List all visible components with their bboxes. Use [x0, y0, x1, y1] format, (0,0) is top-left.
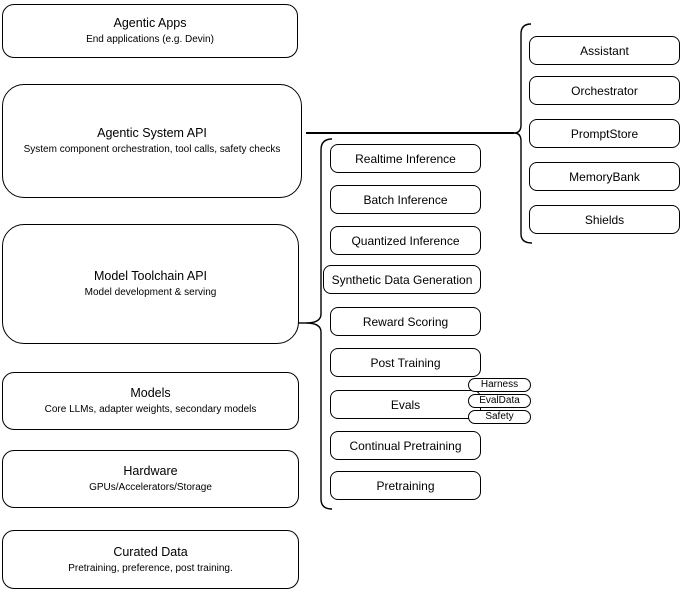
node-agentic-apps: Agentic Apps End applications (e.g. Devi…: [2, 4, 298, 58]
node-subtitle: Pretraining, preference, post training.: [68, 562, 233, 574]
node-promptstore: PromptStore: [529, 119, 680, 148]
node-batch-inference: Batch Inference: [330, 185, 481, 214]
node-title: Curated Data: [113, 544, 188, 559]
tag-evaldata: EvalData: [468, 394, 531, 408]
node-continual-pretraining: Continual Pretraining: [330, 431, 481, 460]
node-assistant: Assistant: [529, 36, 680, 65]
node-pretraining: Pretraining: [330, 471, 481, 500]
node-agentic-system-api: Agentic System API System component orch…: [2, 84, 302, 198]
node-subtitle: System component orchestration, tool cal…: [23, 144, 281, 155]
node-realtime-inference: Realtime Inference: [330, 144, 481, 173]
tag-harness: Harness: [468, 378, 531, 392]
node-shields: Shields: [529, 205, 680, 234]
node-quantized-inference: Quantized Inference: [330, 226, 481, 255]
node-model-toolchain-api: Model Toolchain API Model development & …: [2, 224, 299, 344]
brace-toolchain: [305, 138, 333, 510]
node-title: Hardware: [123, 464, 178, 478]
node-memorybank: MemoryBank: [529, 162, 680, 191]
node-title: Models: [130, 386, 171, 400]
node-post-training: Post Training: [330, 348, 481, 377]
node-orchestrator: Orchestrator: [529, 76, 680, 105]
node-subtitle: Core LLMs, adapter weights, secondary mo…: [44, 404, 257, 415]
node-subtitle: GPUs/Accelerators/Storage: [89, 482, 212, 493]
node-models: Models Core LLMs, adapter weights, secon…: [2, 372, 299, 430]
node-curated-data: Curated Data Pretraining, preference, po…: [2, 530, 299, 589]
node-title: Model Toolchain API: [93, 269, 208, 283]
node-subtitle: Model development & serving: [84, 287, 217, 298]
node-evals: Evals: [330, 390, 481, 419]
node-subtitle: End applications (e.g. Devin): [86, 34, 214, 45]
node-title: Agentic Apps: [113, 16, 187, 30]
node-reward-scoring: Reward Scoring: [330, 307, 481, 336]
node-synthetic-data-generation: Synthetic Data Generation: [323, 265, 481, 294]
tag-safety: Safety: [468, 410, 531, 424]
node-hardware: Hardware GPUs/Accelerators/Storage: [2, 450, 299, 508]
node-title: Agentic System API: [97, 126, 207, 140]
